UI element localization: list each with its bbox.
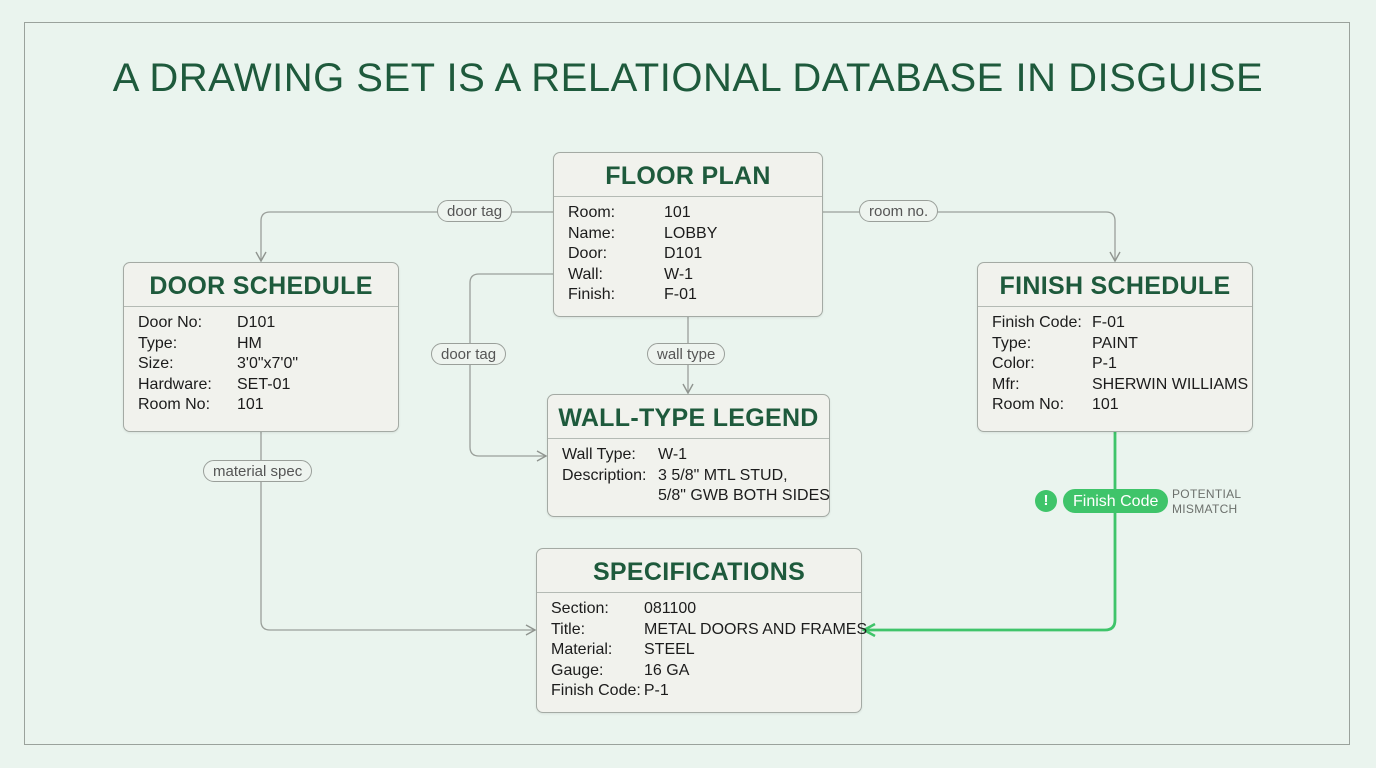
finish-schedule-row: Color: P-1 [992, 354, 1252, 375]
wall-type-legend-title: WALL-TYPE LEGEND [548, 395, 829, 439]
connector-floorplan-to-door-schedule [255, 211, 553, 263]
field-value: LOBBY [664, 224, 718, 242]
field-value: HM [237, 334, 262, 352]
field-value: 101 [1092, 396, 1119, 414]
specifications-box: SPECIFICATIONS Section: 081100 Title: META… [536, 548, 867, 713]
specifications-row: Material: STEEL [551, 640, 861, 661]
floor-plan-box: FLOOR PLAN Room: 101 Name: LOBBY Door: D101… [553, 152, 823, 317]
field-label: Size: [138, 355, 174, 373]
field-label: Wall Type: [562, 446, 636, 463]
connector-floorplan-to-finish-schedule [823, 211, 1121, 263]
field-value: 081100 [644, 600, 697, 617]
specifications-row: Finish Code:P-1 [551, 681, 861, 702]
field-label: Hardware: [138, 375, 212, 393]
wall-type-row: 5/8" GWB BOTH SIDES [562, 486, 830, 507]
connector-door-schedule-to-specifications [260, 432, 537, 636]
field-label: Mfr: [992, 375, 1020, 393]
floor-plan-title: FLOOR PLAN [554, 153, 822, 197]
door-schedule-row: Size: 3'0"x7'0" [138, 354, 398, 375]
field-label: Room: [568, 204, 616, 221]
field-value: 101 [664, 204, 691, 221]
connector-label-wall-type: wall type [647, 343, 726, 365]
door-schedule-row: Hardware: SET-01 [138, 375, 398, 396]
specifications-title: SPECIFICATIONS [537, 549, 861, 593]
field-label: Description: [562, 466, 647, 484]
floor-plan-row: Wall: W-1 [568, 265, 822, 286]
connector-door-tag-to-wall-legend [469, 273, 553, 462]
connector-label-finish-code: Finish Code [1063, 489, 1169, 513]
field-value: F-01 [664, 286, 697, 304]
field-value: PAINT [1092, 334, 1138, 352]
finish-schedule-row: Finish Code: F-01 [992, 313, 1252, 334]
diagram-frame [24, 22, 1350, 745]
floor-plan-row: Door: D101 [568, 244, 822, 265]
field-value: STEEL [644, 641, 695, 659]
door-schedule-row: Room No: 101 [138, 395, 398, 416]
field-label: Door No: [138, 314, 203, 331]
specifications-row: Title: METAL DOORS AND FRAMES [551, 620, 867, 641]
field-label: Room No: [992, 396, 1065, 414]
field-value: 16 GA [644, 661, 690, 679]
field-label: Title: [551, 620, 586, 638]
field-label: Name: [568, 224, 616, 242]
wall-type-row: Description: 3 5/8" MTL STUD, [562, 466, 829, 487]
wall-type-legend-box: WALL-TYPE LEGEND Wall Type: W-1 Descripti… [547, 394, 830, 517]
connector-label-room-no: room no. [859, 200, 939, 222]
field-label: Gauge: [551, 661, 604, 679]
connector-label-door-tag-secondary: door tag [431, 343, 507, 365]
field-label: Type: [138, 334, 178, 352]
field-value: P-1 [1092, 355, 1117, 373]
field-value: 5/8" GWB BOTH SIDES [658, 487, 830, 505]
door-schedule-title: DOOR SCHEDULE [124, 263, 398, 307]
exclamation-icon: ! [1035, 490, 1057, 512]
finish-schedule-row: Mfr: SHERWIN WILLIAMS [992, 375, 1252, 396]
field-label: Door: [568, 245, 608, 263]
note-line: MISMATCH [1172, 502, 1238, 516]
finish-schedule-title: FINISH SCHEDULE [978, 263, 1252, 307]
potential-mismatch-note: POTENTIAL MISMATCH [1172, 487, 1241, 517]
finish-schedule-row: Room No: 101 [992, 395, 1252, 416]
connector-label-material-spec: material spec [203, 460, 313, 482]
field-label: Finish Code: [551, 682, 641, 700]
finish-schedule-box: FINISH SCHEDULE Finish Code: F-01 Type: PA… [977, 262, 1253, 432]
field-label [562, 486, 658, 507]
field-value: F-01 [1092, 314, 1125, 331]
specifications-row: Section: 081100 [551, 599, 861, 620]
floor-plan-row: Name: LOBBY [568, 224, 822, 245]
field-value: D101 [237, 314, 276, 331]
field-label: Finish Code: [992, 314, 1082, 331]
field-label: Room No: [138, 396, 211, 414]
field-value: 3 5/8" MTL STUD, [658, 466, 788, 484]
field-value: 3'0"x7'0" [237, 355, 299, 373]
field-value: W-1 [658, 446, 688, 463]
field-value: 101 [237, 396, 264, 414]
field-value: METAL DOORS AND FRAMES [644, 620, 868, 638]
wall-type-row: Wall Type: W-1 [562, 445, 829, 466]
door-schedule-row: Type: HM [138, 334, 398, 355]
door-schedule-box: DOOR SCHEDULE Door No: D101 Type: HM Size:… [123, 262, 399, 432]
field-value: W-1 [664, 265, 694, 283]
field-label: Type: [992, 334, 1032, 352]
field-value: SHERWIN WILLIAMS [1092, 375, 1249, 393]
field-value: SET-01 [237, 375, 291, 393]
field-label: Color: [992, 355, 1035, 373]
field-value: D101 [664, 245, 703, 263]
finish-schedule-row: Type: PAINT [992, 334, 1252, 355]
field-label: Material: [551, 641, 613, 659]
specifications-row: Gauge: 16 GA [551, 661, 861, 682]
connector-label-door-tag: door tag [437, 200, 513, 222]
field-label: Wall: [568, 265, 603, 283]
field-value: P-1 [643, 682, 669, 700]
door-schedule-row: Door No: D101 [138, 313, 398, 334]
note-line: POTENTIAL [1172, 487, 1242, 501]
page-title: A DRAWING SET IS A RELATIONAL DATABASE I… [112, 56, 1264, 100]
field-label: Finish: [568, 286, 616, 304]
floor-plan-row: Finish: F-01 [568, 285, 822, 306]
field-label: Section: [551, 600, 609, 617]
connector-finish-schedule-to-specifications [864, 432, 1117, 630]
floor-plan-row: Room: 101 [568, 203, 822, 224]
